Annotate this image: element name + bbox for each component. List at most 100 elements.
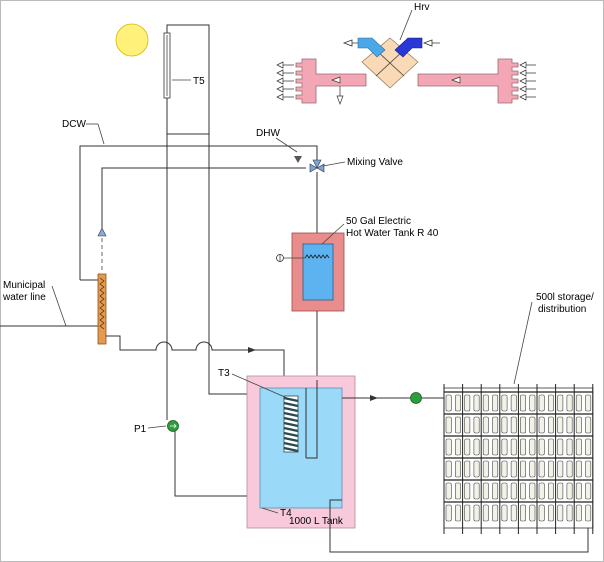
storage-bottle — [492, 416, 499, 434]
storage-bottle — [520, 438, 527, 456]
storage-bottle — [473, 394, 480, 412]
electric-tank-leader — [321, 223, 345, 245]
storage-bottle — [520, 482, 527, 500]
collector-to-coil — [208, 134, 282, 395]
storage-bottle — [557, 482, 564, 500]
distribution-pump[interactable] — [410, 392, 422, 404]
storage-bottle — [520, 416, 527, 434]
storage-bottle — [520, 394, 527, 412]
label-t4: T4 — [280, 508, 292, 519]
storage-bottle — [529, 416, 536, 434]
storage-bottle — [566, 416, 573, 434]
municipal-leader — [51, 285, 67, 327]
storage-bottle — [464, 482, 471, 500]
storage-bottle — [464, 416, 471, 434]
storage-return — [329, 499, 589, 553]
dhw-pipe-branch — [101, 167, 306, 228]
condensate-arrow — [336, 95, 344, 105]
label-p1: P1 — [134, 424, 147, 435]
storage-bottle — [473, 460, 480, 478]
storage-bottle — [482, 438, 489, 456]
storage-bottle — [510, 394, 517, 412]
storage-bottle — [557, 460, 564, 478]
tank-hot-out — [306, 380, 318, 459]
storage-bottle — [454, 438, 461, 456]
intake-arrows-right — [519, 61, 536, 101]
storage-bottle — [538, 482, 545, 500]
storage-bottle — [454, 460, 461, 478]
storage-bottle — [575, 482, 582, 500]
storage-bottle — [482, 460, 489, 478]
storage-bottle — [575, 504, 582, 522]
storage-bottle — [454, 504, 461, 522]
storage-bottle — [566, 460, 573, 478]
storage-bottle — [585, 416, 592, 434]
label-main-tank: 1000 L Tank — [289, 516, 344, 527]
storage-bottle — [501, 416, 508, 434]
storage-bottle — [482, 394, 489, 412]
storage-bottle — [529, 482, 536, 500]
storage-bottle — [473, 504, 480, 522]
mixing-valve-leader — [322, 161, 346, 167]
storage-bottle — [557, 504, 564, 522]
storage-bottle — [529, 394, 536, 412]
storage-bottle — [585, 394, 592, 412]
hrv-core-line-b — [375, 49, 405, 77]
storage-bottle — [473, 438, 480, 456]
storage-bottle — [445, 416, 452, 434]
main-tank-water — [259, 387, 343, 509]
storage-bottle — [566, 482, 573, 500]
dcw-leader-down — [97, 123, 105, 145]
arrow-cold-out — [342, 39, 353, 47]
storage-bottle — [566, 504, 573, 522]
arrow-into-tank — [248, 347, 256, 353]
drain-stack-arrow — [97, 227, 107, 237]
storage-bottle — [501, 504, 508, 522]
hrv-unit: Hrv — [276, 2, 536, 105]
storage-bottle — [566, 438, 573, 456]
storage-bottle — [454, 394, 461, 412]
storage-bottle — [585, 438, 592, 456]
storage-bottle — [557, 394, 564, 412]
mixing-valve[interactable] — [309, 159, 325, 173]
arrow-to-storage — [370, 395, 378, 401]
drain-water-heat-exchanger — [97, 273, 107, 345]
hrv-cold-outlet — [357, 37, 386, 58]
exhaust-arrows-left — [276, 61, 294, 101]
storage-bottle — [510, 438, 517, 456]
storage-bottle — [464, 438, 471, 456]
t3-leader — [231, 373, 288, 399]
sun — [115, 23, 149, 57]
storage-bottle — [445, 460, 452, 478]
storage-bottle — [529, 438, 536, 456]
label-storage-1: 500l storage/ — [536, 292, 594, 303]
storage-bottle — [482, 416, 489, 434]
storage-bottle — [547, 394, 554, 412]
hrv-left-duct — [295, 58, 367, 104]
pump-p1-arrow — [170, 423, 177, 429]
label-municipal-1: Municipal — [3, 280, 45, 291]
dhw-leader — [275, 137, 298, 153]
dhw-arrow — [294, 156, 302, 163]
storage-bottle — [575, 394, 582, 412]
label-t3: T3 — [218, 368, 230, 379]
storage-bottle — [566, 394, 573, 412]
storage-bottle — [520, 460, 527, 478]
p1-leader — [147, 425, 167, 429]
storage-bottle — [454, 416, 461, 434]
storage-bottle — [492, 438, 499, 456]
storage-bottle — [464, 504, 471, 522]
storage-bottle — [575, 460, 582, 478]
storage-bottle — [454, 482, 461, 500]
storage-bottle — [445, 504, 452, 522]
storage-bottle — [510, 416, 517, 434]
storage-leader — [513, 301, 533, 385]
duct-flow-arrow-left — [331, 76, 341, 84]
storage-bottle — [501, 438, 508, 456]
storage-bottle — [464, 394, 471, 412]
label-electric-tank-2: Hot Water Tank R 40 — [346, 228, 439, 239]
label-dhw: DHW — [256, 128, 280, 139]
storage-bottle — [547, 438, 554, 456]
solar-coil — [283, 395, 299, 453]
